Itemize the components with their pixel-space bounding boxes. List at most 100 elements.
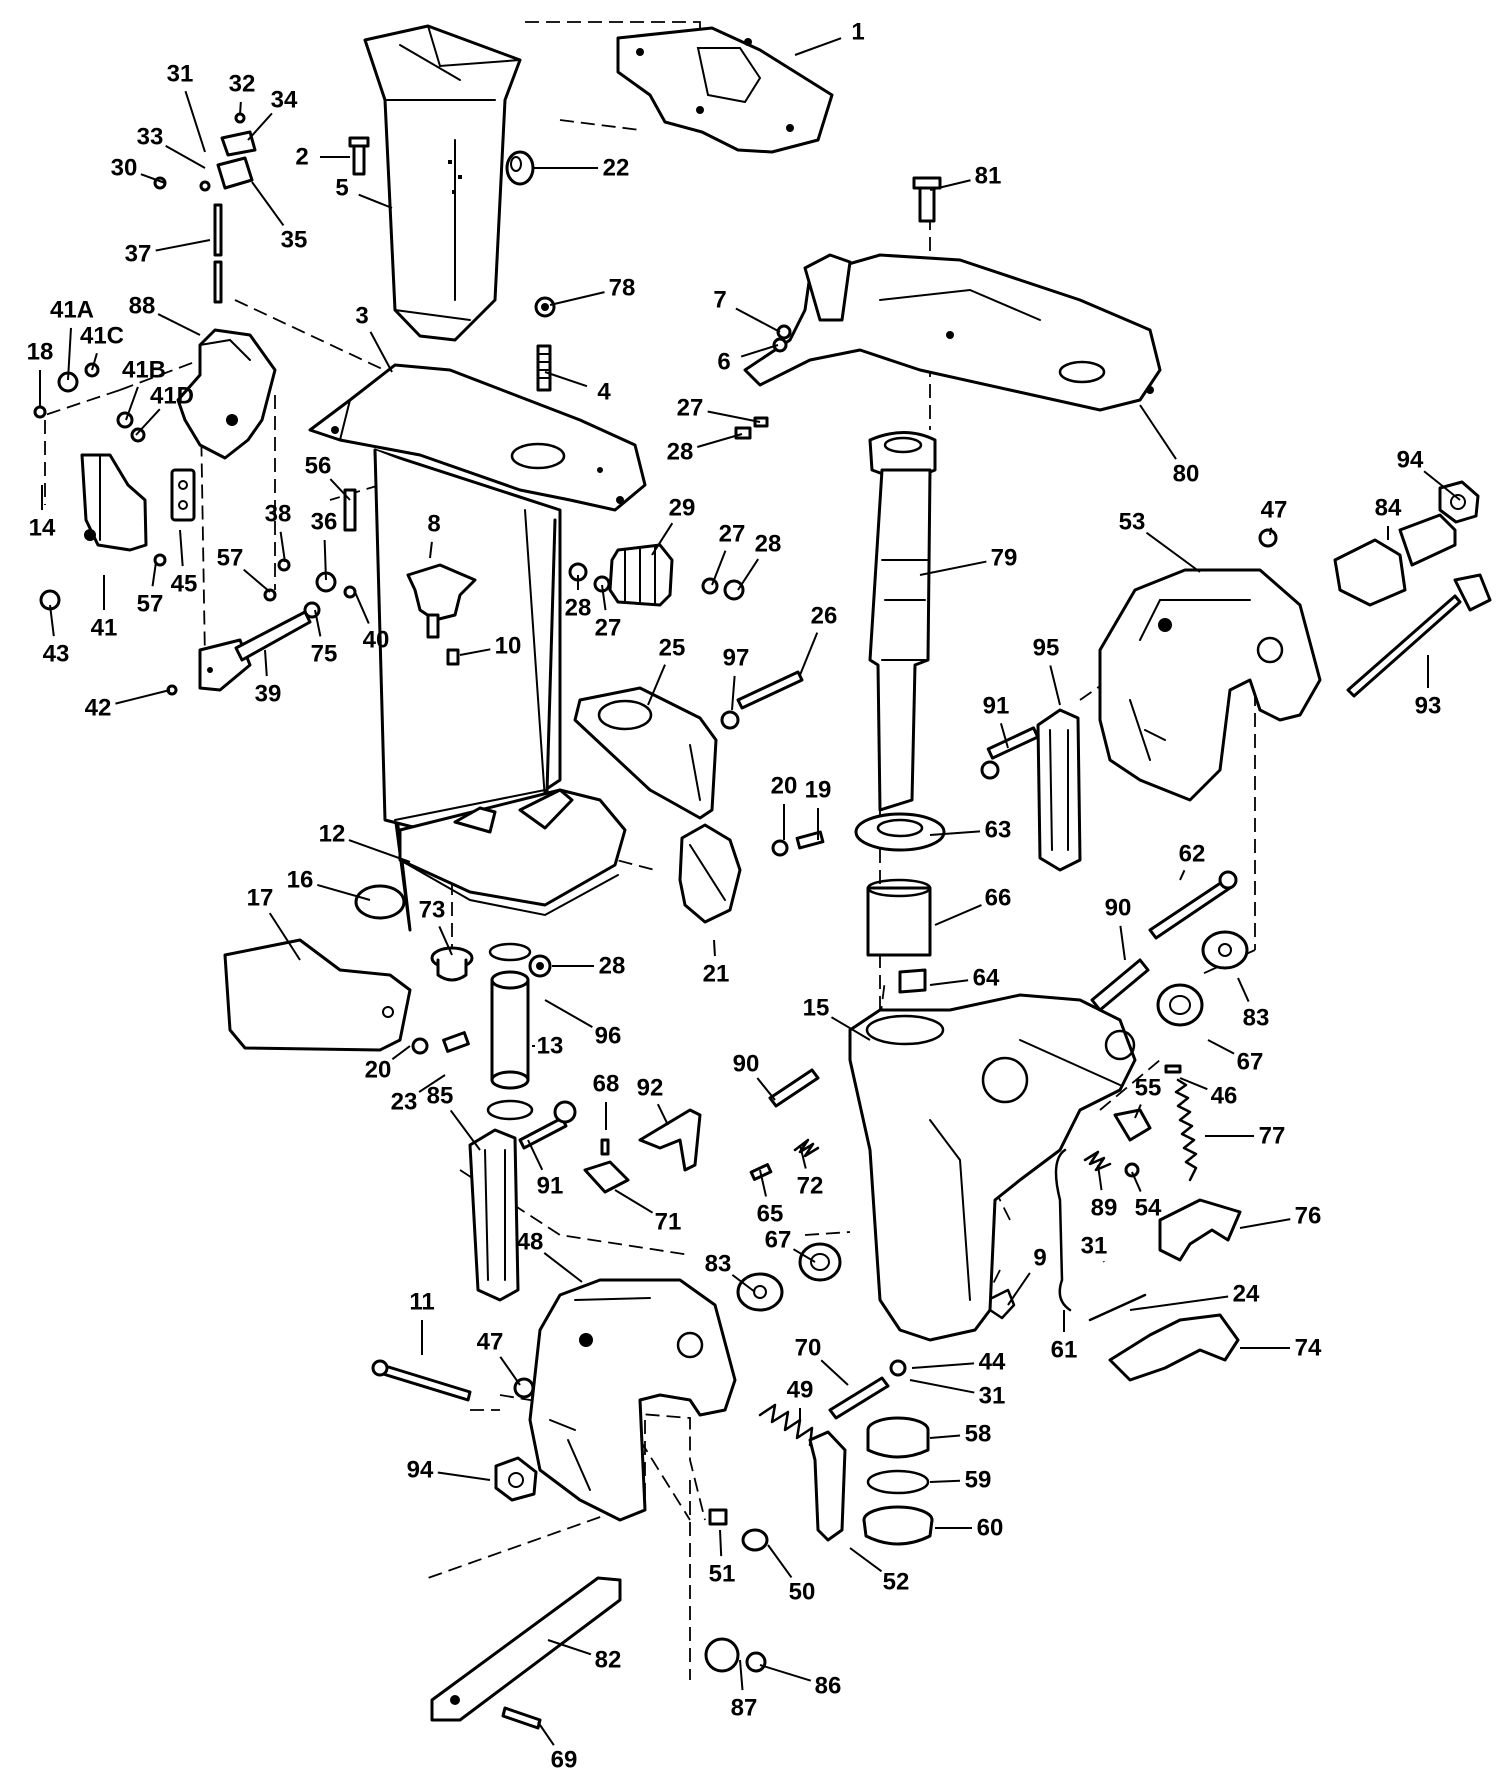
callout-number: 53 [1119,509,1146,536]
callout-42: 42 [85,689,171,722]
callout-leader [739,1659,744,1691]
callout-leader [719,1529,723,1557]
callout-number: 83 [705,1251,732,1278]
part-90-pin-upper [1090,958,1150,1012]
callout-leader [1179,869,1186,881]
callout-leader [125,386,139,421]
part-8-rubber-mount [406,563,477,639]
callout-leader [792,1248,816,1263]
callout-41C: 41C [80,323,124,371]
callout-33: 33 [137,124,206,169]
callout-leader [239,101,242,116]
callout-leader [713,939,716,957]
callout-16: 16 [287,867,371,901]
callout-number: 4 [597,379,611,406]
part-26-bolt [736,670,804,710]
callout-18: 18 [27,339,53,408]
callout-number: 17 [247,885,274,912]
callout-number: 88 [129,293,156,320]
callout-23: 23 [391,1074,446,1116]
callout-57: 57 [137,561,164,618]
callout-number: 41A [50,297,94,324]
callout-number: 31 [167,61,194,88]
callout-number: 54 [1135,1195,1162,1222]
callout-leader [707,410,761,423]
part-2-screw [348,136,370,176]
callout-66: 66 [934,885,1011,926]
callout-leader [544,999,593,1028]
part-22-grommet [505,150,535,186]
callout-41D: 41D [135,383,194,436]
callout-leader [348,839,411,863]
callout-number: 28 [755,531,782,558]
callout-leader [614,1189,654,1214]
callout-number: 7 [713,287,726,314]
callout-leader [1239,1218,1291,1229]
callout-number: 79 [991,545,1018,572]
part-39-shift-shaft [198,610,312,692]
callout-leader [929,1479,961,1483]
callout-leader [756,1077,776,1101]
callout-32: 32 [229,71,256,116]
callout-50: 50 [767,1544,815,1606]
callout-leader [243,568,271,593]
callout-number: 13 [537,1033,564,1060]
callout-92: 92 [637,1075,669,1126]
callout-leader [544,371,588,388]
callout-28: 28 [565,575,592,622]
callout-31: 31 [909,1379,1005,1410]
callout-number: 57 [137,591,164,618]
callout-number: 28 [565,595,592,622]
callout-49: 49 [787,1377,813,1420]
callout-20: 20 [771,773,797,840]
callout-leader [155,239,211,252]
callout-67: 67 [1207,1039,1263,1076]
part-20-washer [771,839,789,857]
callout-leader [1129,1295,1229,1311]
callout-number: 87 [731,1695,758,1722]
callout-number: 65 [757,1201,784,1228]
callout-leader [651,522,674,556]
callout-number: 74 [1295,1335,1322,1362]
callout-6: 6 [717,344,779,376]
callout-30: 30 [111,155,166,184]
callout-31: 31 [1081,1233,1107,1263]
callout-2: 2 [295,144,350,171]
callout-9: 9 [1007,1245,1047,1306]
callout-number: 20 [365,1057,392,1084]
callout-number: 41B [122,357,166,384]
part-3-adapter-plate [308,363,647,512]
part-93-handle [1346,573,1492,698]
callout-number: 85 [427,1083,454,1110]
callout-26: 26 [799,603,838,676]
callout-number: 52 [883,1569,910,1596]
part-62-pin [1148,870,1238,940]
callout-37: 37 [125,239,211,268]
callout-leader [767,1544,793,1579]
callout-number: 26 [811,603,838,630]
callout-leader [329,478,351,501]
callout-41: 41 [91,575,117,642]
callout-leader [697,433,743,448]
callout-leader [830,1016,871,1041]
callout-leader [735,307,781,333]
callout-leader [799,632,819,676]
callout-leader [140,173,166,184]
callout-number: 32 [229,71,256,98]
callout-19: 19 [805,777,831,840]
callout-number: 95 [1033,635,1060,662]
part-92-lever [638,1108,702,1172]
callout-58: 58 [929,1421,991,1448]
callout-leader [264,649,268,677]
callout-77: 77 [1205,1123,1285,1150]
part-83-washer-lower [736,1272,784,1312]
callout-number: 92 [637,1075,664,1102]
part-5-exhaust-housing [363,24,522,342]
callout-number: 93 [1415,693,1442,720]
part-73-bushing [430,946,474,982]
part-20-washer-lower [411,1037,429,1055]
callout-number: 33 [137,124,164,151]
callout-48: 48 [517,1229,583,1283]
part-46-pin [1164,1064,1182,1074]
callout-leader [1423,470,1461,501]
